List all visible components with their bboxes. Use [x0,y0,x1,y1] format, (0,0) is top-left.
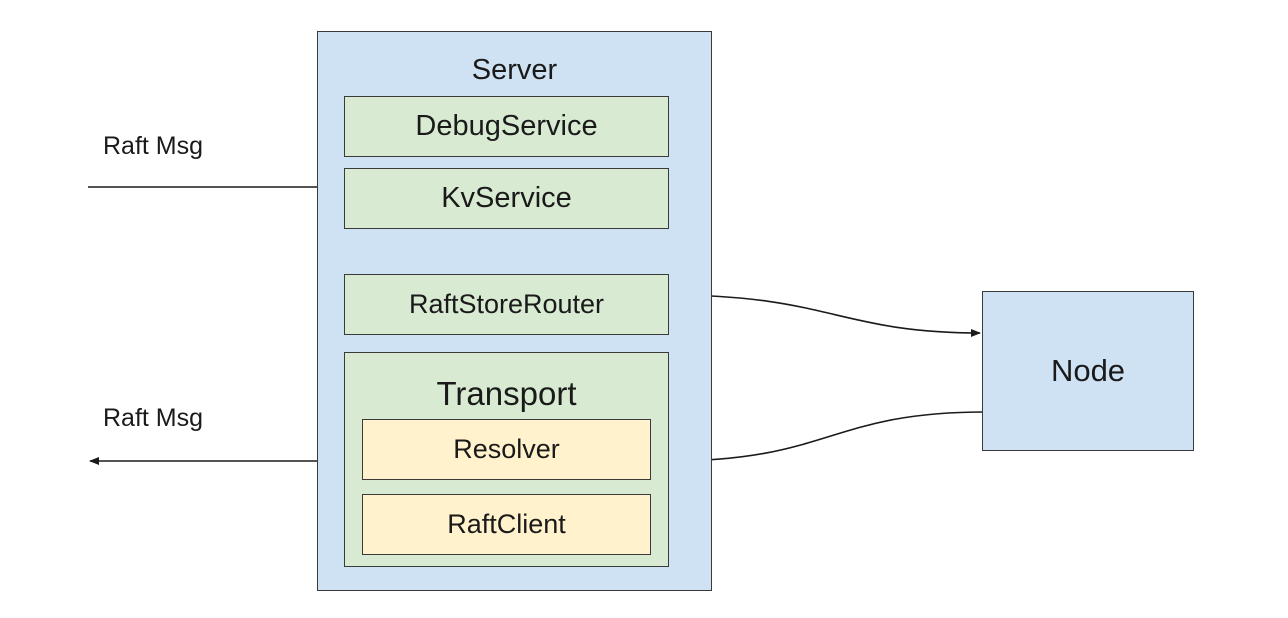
raft-store-router-box: RaftStoreRouter [344,274,669,335]
debug-service-label: DebugService [415,110,598,142]
raft-store-router-label: RaftStoreRouter [408,289,605,319]
outgoing-msg-label: Raft Msg [103,404,204,432]
raft-client-label: RaftClient [447,509,566,539]
resolver-box: Resolver [362,419,651,480]
node-label: Node [1050,353,1126,388]
incoming-msg-label: Raft Msg [103,132,204,160]
kv-service-label: KvService [441,182,572,214]
kv-service-box: KvService [344,168,669,229]
debug-service-box: DebugService [344,96,669,157]
resolver-label: Resolver [453,434,560,464]
node-to-transport-arrow [668,411,986,465]
node-box: Node [982,291,1194,451]
raft-client-box: RaftClient [362,494,651,555]
transport-label: Transport [436,375,577,412]
router-to-node-arrow [667,294,981,337]
server-label: Server [471,54,558,86]
